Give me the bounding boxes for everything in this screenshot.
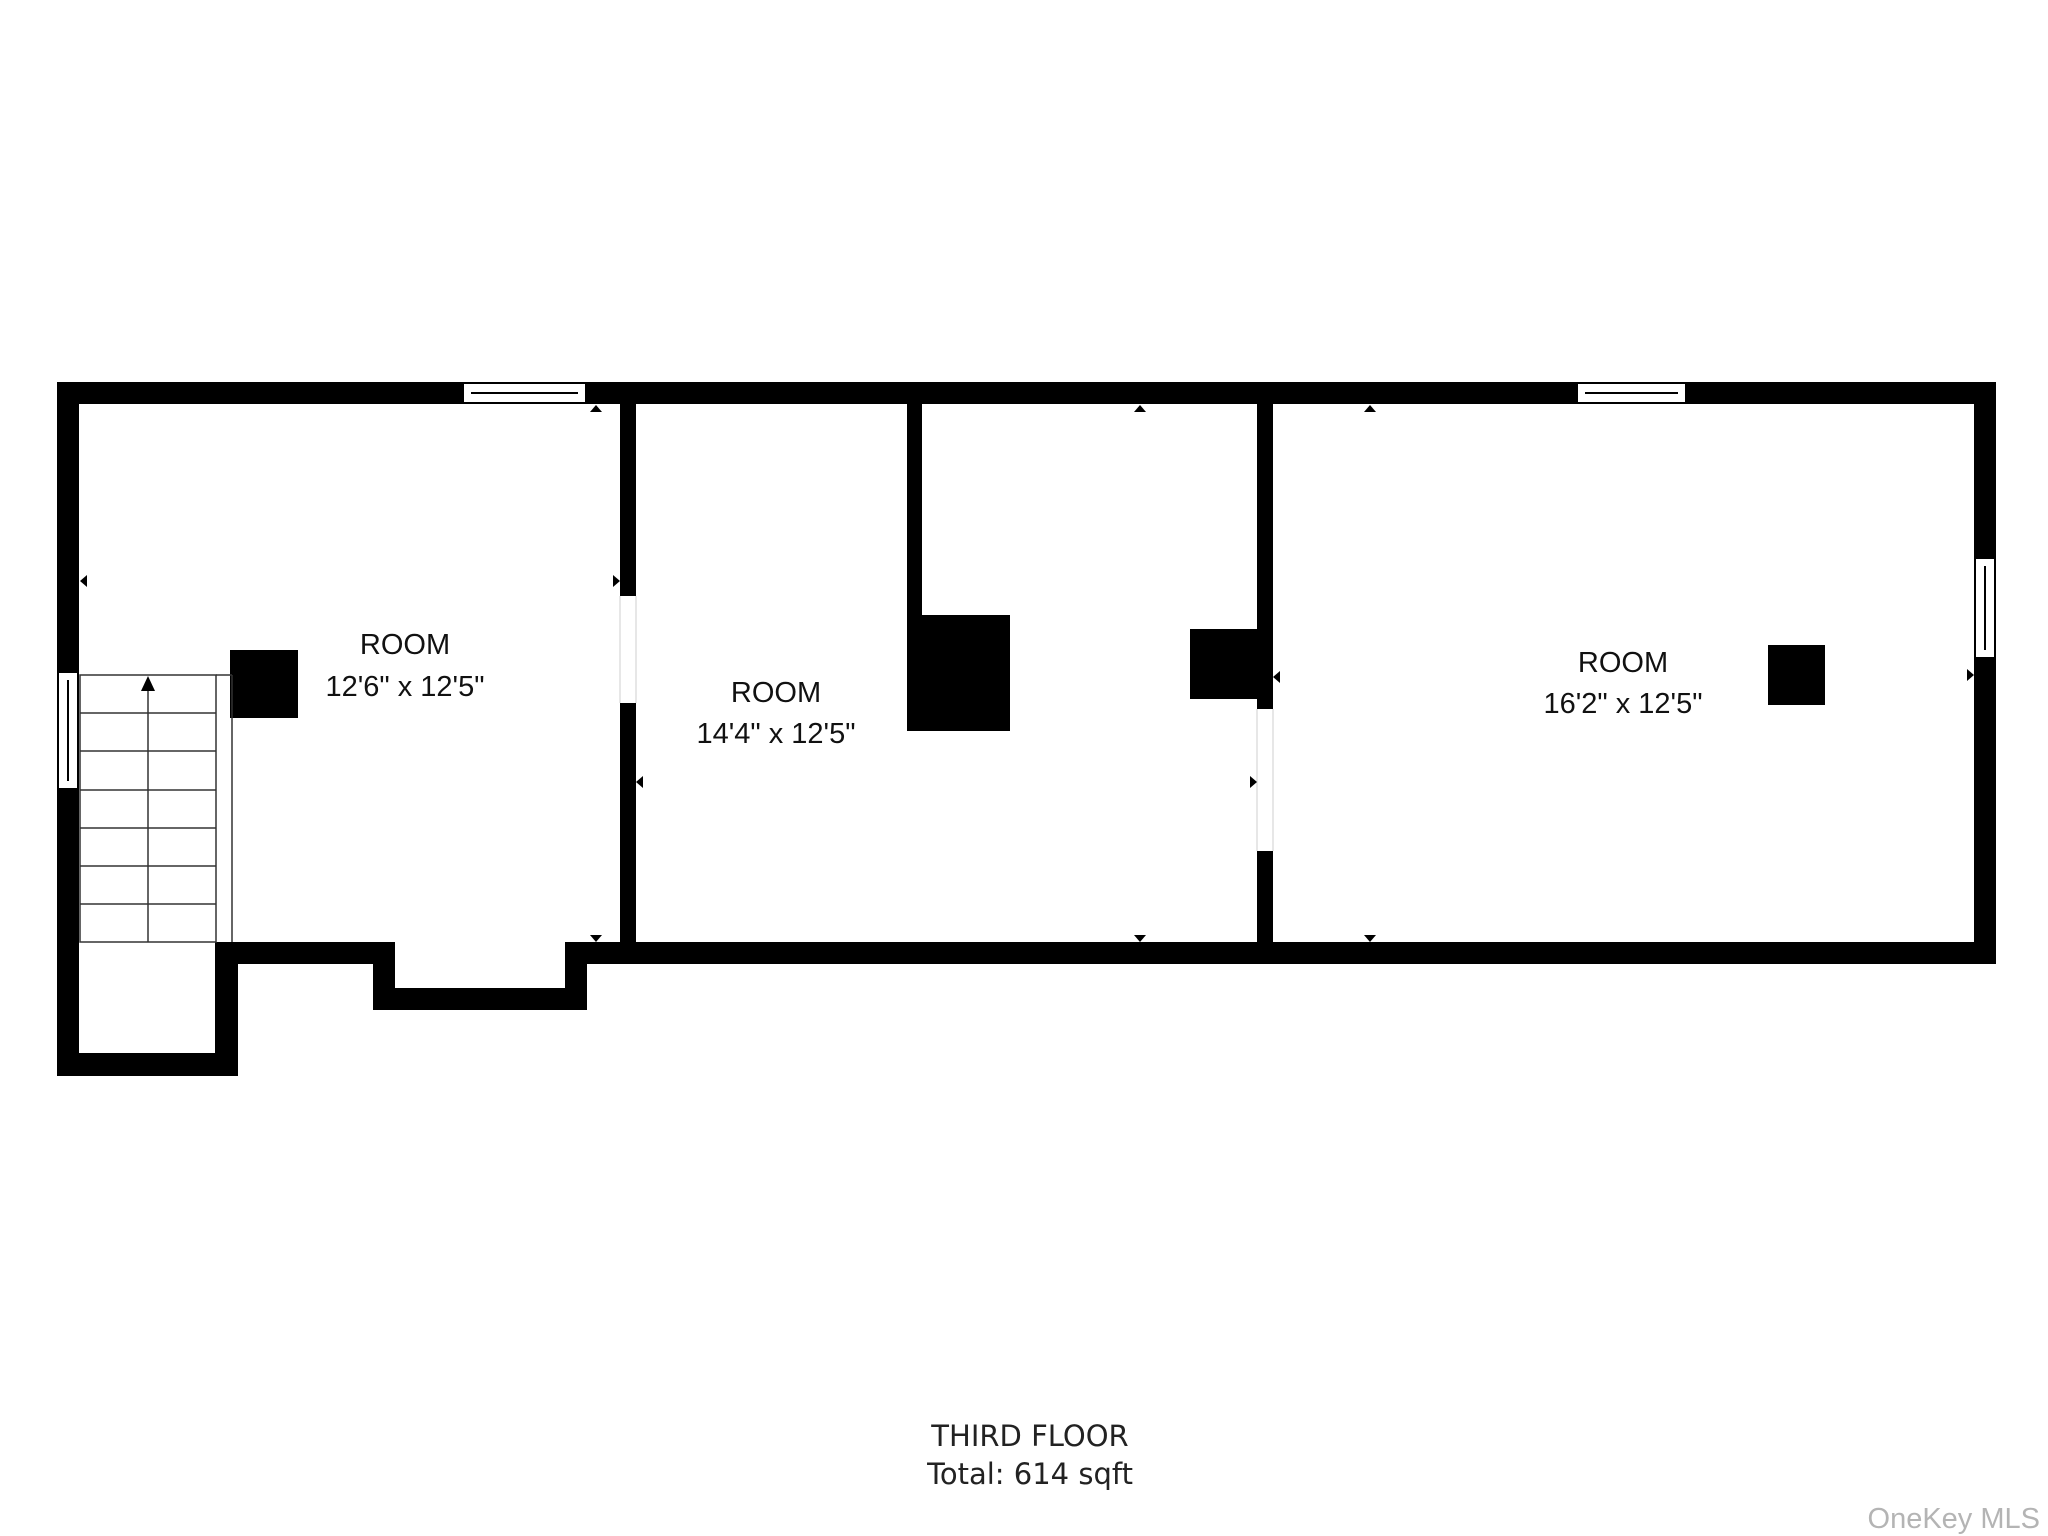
dimension-markers xyxy=(80,405,1974,942)
marker-icon xyxy=(636,776,643,788)
chimney-block-4 xyxy=(1768,645,1825,705)
window-top-right xyxy=(1576,382,1687,404)
floor-title: THIRD FLOOR xyxy=(930,1419,1128,1453)
watermark: OneKey MLS xyxy=(1868,1503,2040,1535)
stair-direction-arrow-icon xyxy=(141,676,155,691)
marker-icon xyxy=(1364,405,1376,412)
marker-icon xyxy=(590,405,602,412)
room-1-name: ROOM xyxy=(360,629,450,661)
marker-icon xyxy=(1134,935,1146,942)
window-left xyxy=(57,671,79,790)
stair-wall-bottom xyxy=(57,1053,238,1076)
interior-walls xyxy=(230,404,1825,942)
window-right xyxy=(1974,557,1996,659)
wall-top xyxy=(57,382,1996,404)
partition-a-upper xyxy=(620,404,636,596)
windows xyxy=(57,382,1996,790)
partition-c-lower xyxy=(1257,851,1273,942)
marker-icon xyxy=(1134,405,1146,412)
marker-icon xyxy=(590,935,602,942)
wall-right xyxy=(1974,382,1996,964)
wall-bottom-right xyxy=(565,942,1996,964)
bay-wall-right xyxy=(565,942,587,1010)
room-1-dims: 12'6" x 12'5" xyxy=(325,671,484,703)
staircase xyxy=(79,674,233,943)
partition-b xyxy=(907,404,922,616)
room-3-dims: 16'2" x 12'5" xyxy=(1543,688,1702,720)
partition-c-upper xyxy=(1257,404,1273,709)
chimney-block-1 xyxy=(230,650,298,718)
marker-icon xyxy=(1273,671,1280,683)
wall-bottom-left xyxy=(215,942,395,964)
bay-wall-bottom xyxy=(373,988,587,1010)
room-2-dims: 14'4" x 12'5" xyxy=(696,718,855,750)
partition-a-lower xyxy=(620,703,636,942)
window-top-left xyxy=(462,382,587,404)
marker-icon xyxy=(1250,776,1257,788)
room-3-name: ROOM xyxy=(1578,647,1668,679)
room-2-name: ROOM xyxy=(731,677,821,709)
exterior-walls xyxy=(57,382,1996,1076)
marker-icon xyxy=(1967,669,1974,681)
marker-icon xyxy=(1364,935,1376,942)
doorways xyxy=(619,596,1274,851)
marker-icon xyxy=(613,575,620,587)
floor-total: Total: 614 sqft xyxy=(926,1457,1133,1491)
chimney-block-2 xyxy=(907,615,1010,731)
marker-icon xyxy=(80,575,87,587)
chimney-block-3 xyxy=(1190,629,1260,699)
stair-wall-right xyxy=(215,942,238,1076)
